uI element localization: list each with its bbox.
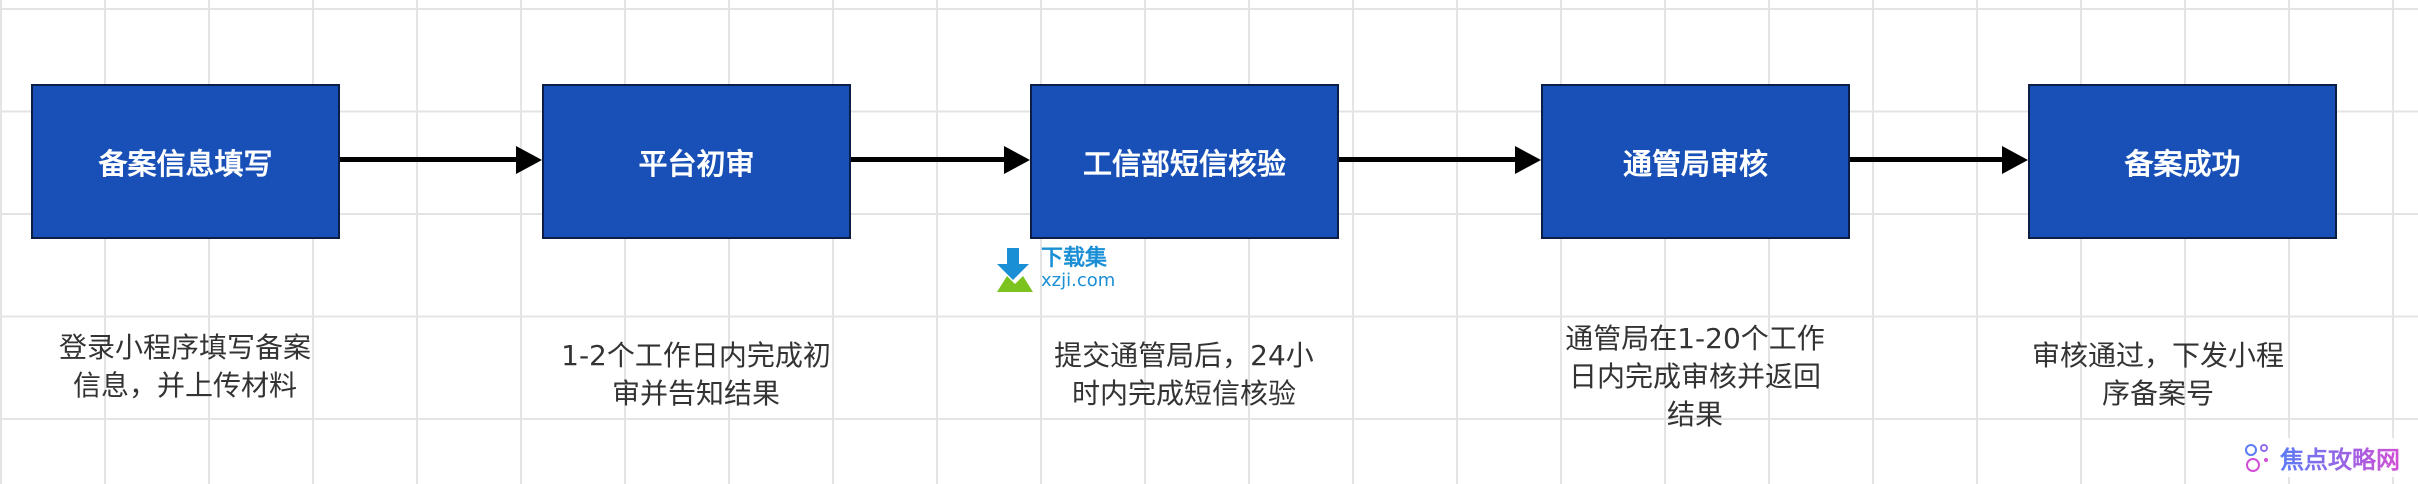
arrow-1-2 — [340, 146, 542, 174]
step-label: 平台初审 — [638, 146, 755, 181]
watermark-en: xzji.com — [1041, 270, 1116, 291]
step-box-4: 通管局审核 — [1541, 84, 1850, 239]
step-label: 通管局审核 — [1622, 146, 1768, 181]
desc-line: 1-2个工作日内完成初 — [561, 339, 831, 372]
step-box-1: 备案信息填写 — [31, 84, 340, 239]
desc-line: 审并告知结果 — [611, 377, 780, 410]
xzji-watermark: 下载集 xzji.com — [993, 248, 1115, 292]
step-box-3: 工信部短信核验 — [1030, 84, 1339, 239]
arrow-2-3 — [851, 146, 1030, 174]
corner-watermark: 焦点攻略网 — [2240, 438, 2404, 477]
step-box-2: 平台初审 — [542, 84, 851, 239]
step-description-4: 通管局在1-20个工作 日内完成审核并返回 结果 — [1515, 307, 1875, 447]
arrow-3-4 — [1339, 146, 1541, 174]
desc-line: 信息，并上传材料 — [72, 369, 297, 402]
bubbles-logo-icon — [2245, 443, 2268, 472]
step-description-3: 提交通管局后，24小 时内完成短信核验 — [1004, 305, 1364, 445]
desc-line: 结果 — [1666, 398, 1723, 431]
arrowhead-icon — [1515, 146, 1541, 174]
arrowhead-icon — [2002, 146, 2028, 174]
download-arrow-logo-icon — [997, 248, 1033, 292]
desc-line: 登录小程序填写备案 — [58, 331, 311, 364]
step-description-1: 登录小程序填写备案 信息，并上传材料 — [5, 297, 365, 437]
arrowhead-icon — [1004, 146, 1030, 174]
step-label: 备案成功 — [2124, 146, 2241, 181]
step-description-2: 1-2个工作日内完成初 审并告知结果 — [516, 305, 876, 445]
desc-line: 日内完成审核并返回 — [1568, 360, 1821, 393]
arrowhead-icon — [516, 146, 542, 174]
desc-line: 提交通管局后，24小 — [1054, 339, 1314, 372]
desc-line: 通管局在1-20个工作 — [1565, 322, 1825, 355]
desc-line: 审核通过，下发小程 — [2031, 339, 2284, 372]
arrow-4-5 — [1850, 146, 2028, 174]
step-label: 工信部短信核验 — [1082, 146, 1286, 181]
watermark-cn: 下载集 — [1041, 246, 1108, 271]
step-box-5: 备案成功 — [2028, 84, 2337, 239]
step-description-5: 审核通过，下发小程 序备案号 — [1978, 305, 2338, 445]
step-label: 备案信息填写 — [98, 146, 273, 181]
desc-line: 时内完成短信核验 — [1071, 377, 1296, 410]
corner-watermark-text: 焦点攻略网 — [2280, 440, 2400, 475]
desc-line: 序备案号 — [2101, 377, 2214, 410]
